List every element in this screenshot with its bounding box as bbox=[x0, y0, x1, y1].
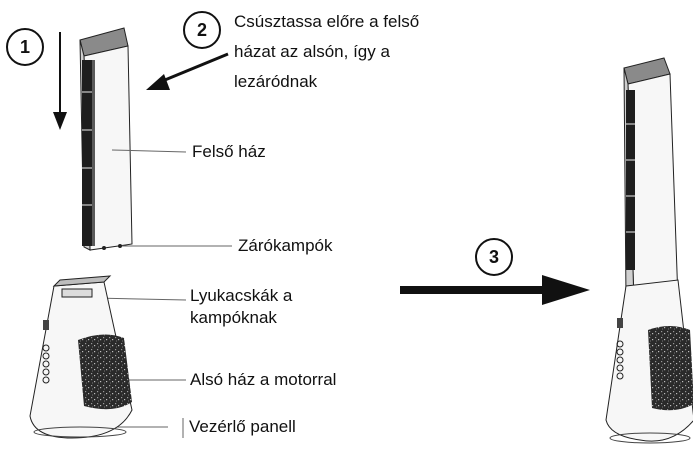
diagonal-arrow bbox=[146, 52, 229, 90]
step-2-marker: 2 bbox=[183, 11, 221, 49]
instruction-line-2: házat az alsón, így a bbox=[234, 42, 390, 61]
label-locking-hooks: Zárókampók bbox=[238, 236, 333, 255]
label-upper-housing: Felső ház bbox=[192, 142, 266, 161]
label-lower-housing: Alsó ház a motorral bbox=[190, 370, 337, 389]
instruction-line-3: lezáródnak bbox=[234, 72, 318, 91]
right-arrow bbox=[400, 275, 590, 305]
instruction-line-1: Csúsztassa előre a felső bbox=[234, 12, 420, 31]
label-holes-line-1: Lyukacskák a bbox=[190, 286, 293, 305]
down-arrow bbox=[53, 32, 67, 130]
step-1-marker: 1 bbox=[6, 28, 44, 66]
lower-housing-drawing bbox=[29, 275, 133, 439]
label-holes-line-2: kampóknak bbox=[190, 308, 277, 327]
upper-housing-drawing bbox=[79, 27, 133, 251]
assembled-fan-drawing bbox=[605, 57, 693, 444]
leader-lines bbox=[80, 149, 232, 438]
label-control-panel: Vezérlő panell bbox=[189, 417, 296, 436]
step-3-marker: 3 bbox=[475, 238, 513, 276]
